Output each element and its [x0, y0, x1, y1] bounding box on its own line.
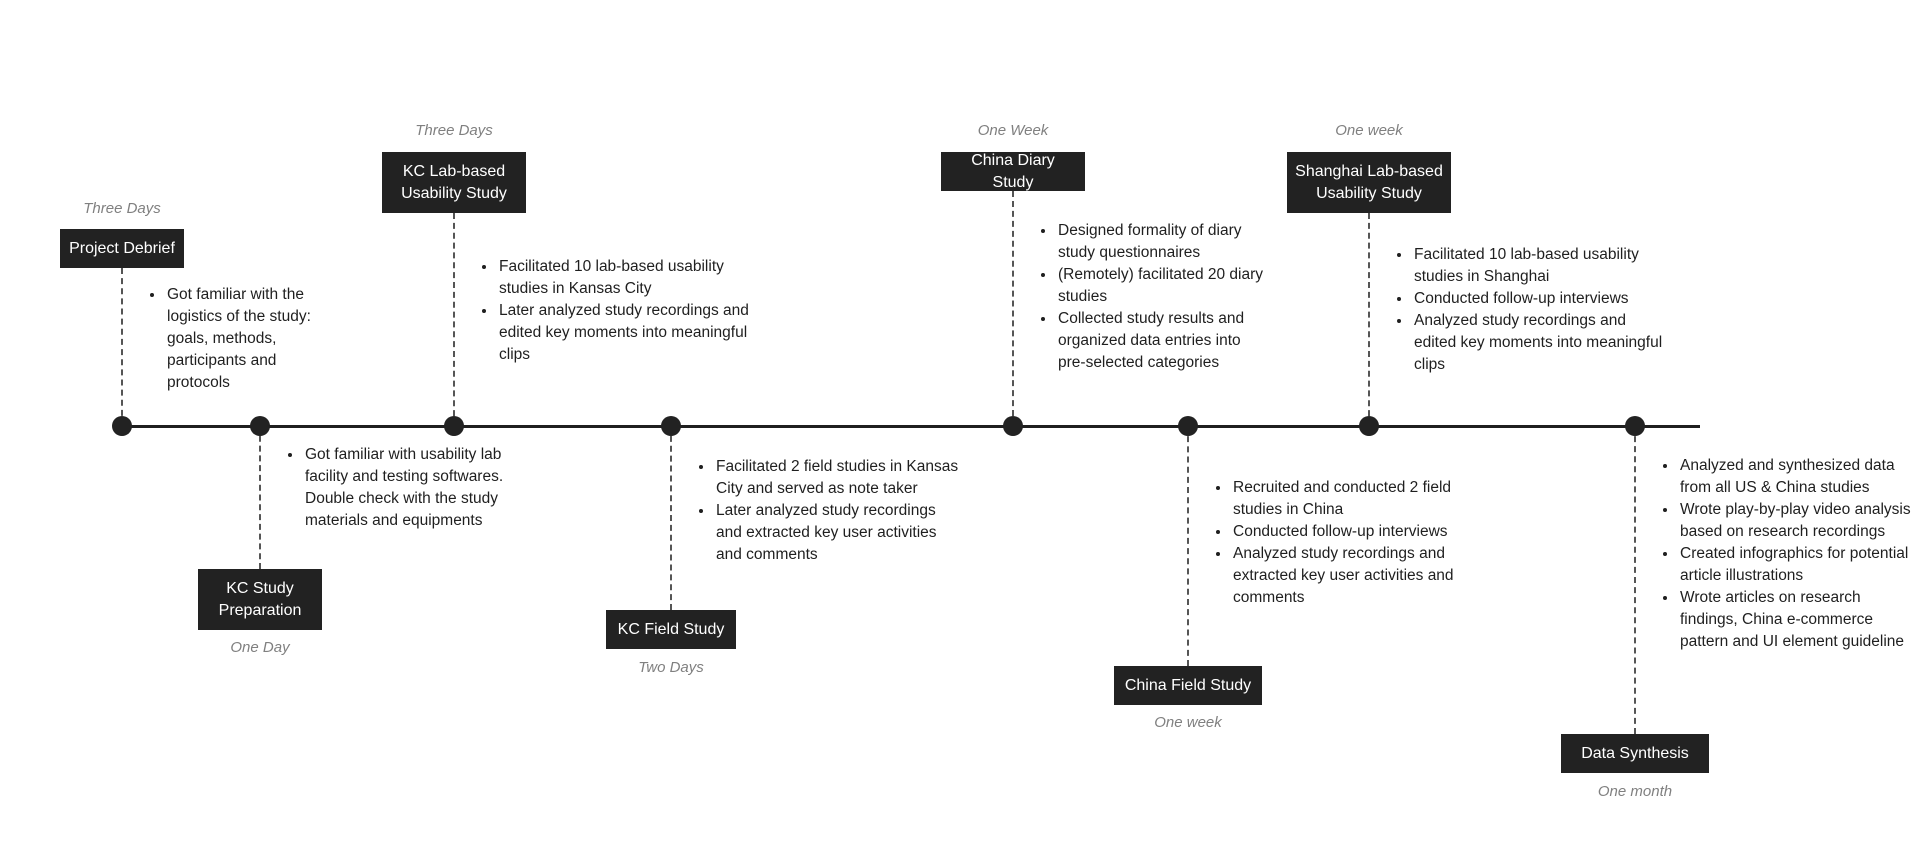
- connector-project-debrief: [121, 268, 123, 426]
- task-item: Recruited and conducted 2 field studies …: [1231, 477, 1456, 521]
- task-item: Later analyzed study recordings and edit…: [497, 300, 752, 366]
- task-list-kc-field-study: Facilitated 2 field studies in Kansas Ci…: [694, 456, 964, 566]
- milestone-dot-kc-lab-based-usability-study: [444, 416, 464, 436]
- task-item: Designed formality of diary study questi…: [1056, 220, 1271, 264]
- task-item: Facilitated 10 lab-based usability studi…: [497, 256, 752, 300]
- task-item: (Remotely) facilitated 20 diary studies: [1056, 264, 1271, 308]
- timeline-axis: [122, 425, 1700, 428]
- task-item: Wrote articles on research findings, Chi…: [1678, 587, 1920, 653]
- duration-label-kc-lab-based-usability-study: Three Days: [415, 122, 493, 139]
- task-list-china-field-study: Recruited and conducted 2 field studies …: [1211, 477, 1456, 609]
- duration-label-china-diary-study: One Week: [977, 122, 1049, 139]
- phase-box-china-field-study: China Field Study: [1114, 666, 1262, 705]
- phase-box-kc-study-preparation: KC Study Preparation: [198, 569, 322, 630]
- connector-shanghai-lab-based-usability-study: [1368, 213, 1370, 426]
- milestone-dot-kc-field-study: [661, 416, 681, 436]
- task-item: Got familiar with the logistics of the s…: [165, 284, 340, 394]
- duration-label-china-field-study: One week: [1154, 714, 1222, 731]
- task-item: Conducted follow-up interviews: [1231, 521, 1456, 543]
- duration-label-kc-field-study: Two Days: [638, 659, 704, 676]
- task-item: Conducted follow-up interviews: [1412, 288, 1672, 310]
- phase-box-data-synthesis: Data Synthesis: [1561, 734, 1709, 773]
- duration-label-project-debrief: Three Days: [83, 200, 161, 217]
- task-list-kc-study-preparation: Got familiar with usability lab facility…: [283, 444, 513, 532]
- milestone-dot-shanghai-lab-based-usability-study: [1359, 416, 1379, 436]
- task-item: Wrote play-by-play video analysis based …: [1678, 499, 1920, 543]
- connector-china-diary-study: [1012, 191, 1014, 426]
- task-list-data-synthesis: Analyzed and synthesized data from all U…: [1658, 455, 1920, 653]
- task-item: Later analyzed study recordings and extr…: [714, 500, 964, 566]
- task-list-shanghai-lab-based-usability-study: Facilitated 10 lab-based usability studi…: [1392, 244, 1672, 376]
- phase-box-kc-field-study: KC Field Study: [606, 610, 736, 649]
- milestone-dot-china-diary-study: [1003, 416, 1023, 436]
- duration-label-shanghai-lab-based-usability-study: One week: [1335, 122, 1403, 139]
- task-item: Got familiar with usability lab facility…: [303, 444, 513, 532]
- task-item: Facilitated 10 lab-based usability studi…: [1412, 244, 1672, 288]
- phase-box-shanghai-lab-based-usability-study: Shanghai Lab-based Usability Study: [1287, 152, 1451, 213]
- task-item: Facilitated 2 field studies in Kansas Ci…: [714, 456, 964, 500]
- milestone-dot-data-synthesis: [1625, 416, 1645, 436]
- milestone-dot-kc-study-preparation: [250, 416, 270, 436]
- milestone-dot-project-debrief: [112, 416, 132, 436]
- connector-china-field-study: [1187, 426, 1189, 666]
- phase-box-china-diary-study: China Diary Study: [941, 152, 1085, 191]
- phase-box-kc-lab-based-usability-study: KC Lab-based Usability Study: [382, 152, 526, 213]
- task-list-project-debrief: Got familiar with the logistics of the s…: [145, 284, 340, 394]
- milestone-dot-china-field-study: [1178, 416, 1198, 436]
- task-item: Analyzed and synthesized data from all U…: [1678, 455, 1920, 499]
- phase-box-project-debrief: Project Debrief: [60, 229, 184, 268]
- task-item: Created infographics for potential artic…: [1678, 543, 1920, 587]
- task-item: Analyzed study recordings and edited key…: [1412, 310, 1672, 376]
- task-item: Analyzed study recordings and extracted …: [1231, 543, 1456, 609]
- connector-kc-field-study: [670, 426, 672, 610]
- task-item: Collected study results and organized da…: [1056, 308, 1271, 374]
- duration-label-kc-study-preparation: One Day: [230, 639, 290, 656]
- connector-kc-study-preparation: [259, 426, 261, 569]
- task-list-china-diary-study: Designed formality of diary study questi…: [1036, 220, 1271, 374]
- connector-kc-lab-based-usability-study: [453, 213, 455, 426]
- connector-data-synthesis: [1634, 426, 1636, 734]
- duration-label-data-synthesis: One month: [1597, 783, 1673, 800]
- task-list-kc-lab-based-usability-study: Facilitated 10 lab-based usability studi…: [477, 256, 752, 366]
